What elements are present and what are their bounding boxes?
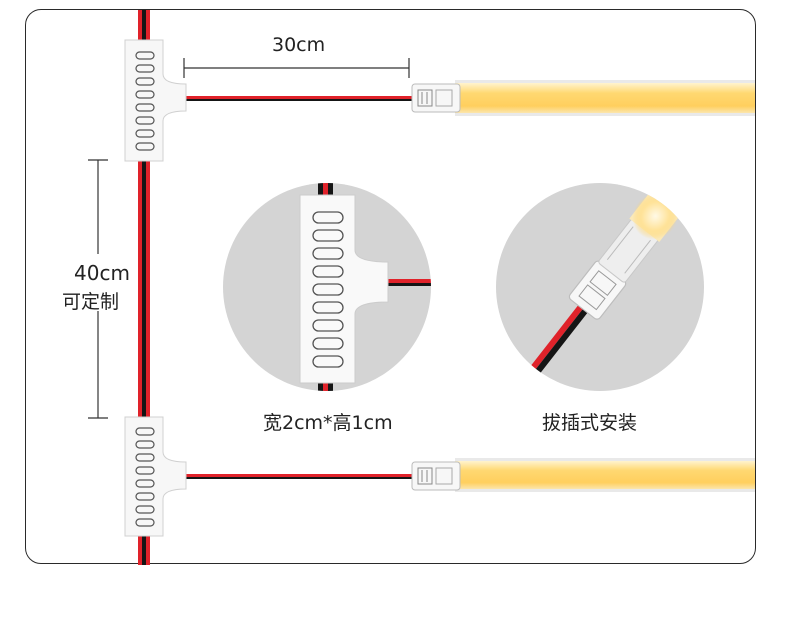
dimension-line-vertical xyxy=(88,159,108,419)
led-strip-bottom xyxy=(411,458,755,492)
t-connector-bottom xyxy=(124,416,187,537)
t-connector-top xyxy=(124,39,187,162)
detail-circle-size xyxy=(223,183,431,391)
customizable-note: 可定制 xyxy=(62,291,120,313)
led-strip-top xyxy=(411,80,755,116)
main-bus-cable xyxy=(138,10,150,565)
connector-size-label: 宽2cm*高1cm xyxy=(263,412,393,434)
vertical-spacing-label: 40cm xyxy=(74,261,130,285)
detail-circle-install xyxy=(496,183,704,391)
install-method-label: 拔插式安装 xyxy=(542,412,638,434)
branch-wire-top xyxy=(186,96,416,101)
dimension-line-horizontal xyxy=(183,58,410,78)
horizontal-spacing-label: 30cm xyxy=(272,34,326,56)
branch-wire-bottom xyxy=(186,474,416,479)
